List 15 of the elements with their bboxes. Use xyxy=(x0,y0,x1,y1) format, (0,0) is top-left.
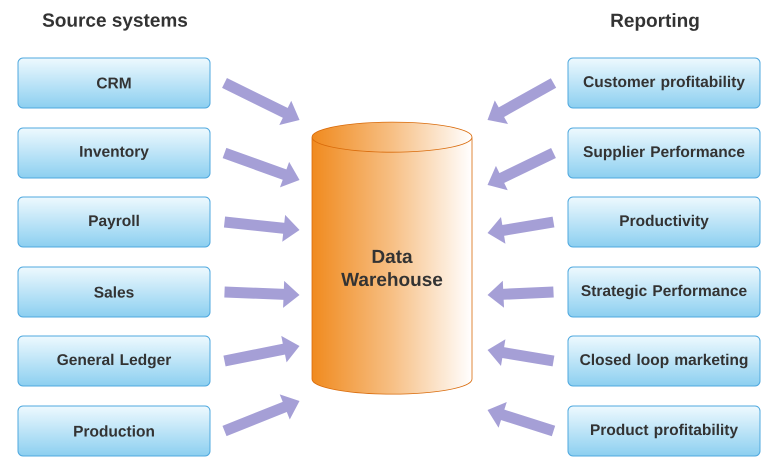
heading: Reporting xyxy=(611,13,699,31)
system-box: Productivity xyxy=(568,196,760,248)
cylinder: Data Warehouse xyxy=(312,122,472,395)
heading: Source systems xyxy=(42,13,188,31)
system-box: Closed loop marketing xyxy=(568,336,760,386)
system-box: Sales xyxy=(18,266,210,318)
system-box: General Ledger xyxy=(18,336,210,386)
system-box: Customer profitability xyxy=(568,58,760,108)
system-box: Supplier Performance xyxy=(568,128,760,178)
system-box: CRM xyxy=(18,58,210,108)
system-box: Inventory xyxy=(18,128,210,178)
system-box: Payroll xyxy=(18,196,210,248)
system-box: Product profitability xyxy=(568,406,760,456)
system-box: Production xyxy=(18,406,210,456)
system-box: Strategic Performance xyxy=(568,266,760,318)
